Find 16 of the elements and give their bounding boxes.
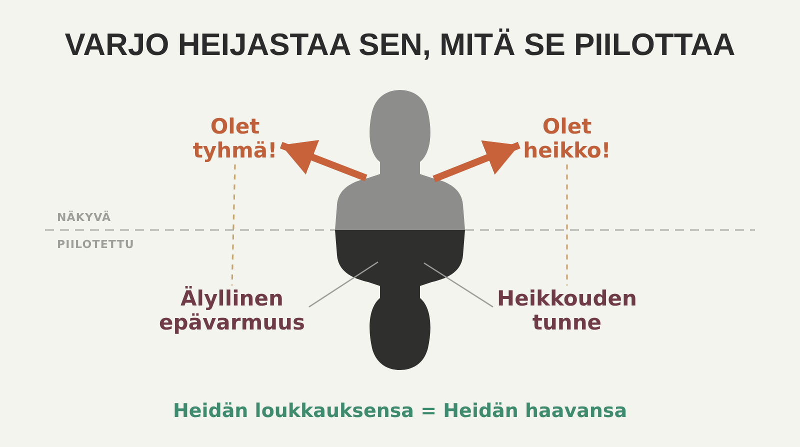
- dashed-line: [566, 164, 568, 286]
- dashed-line: [231, 164, 236, 286]
- arrow: [432, 140, 520, 182]
- feeling-text: Heikkouden tunne: [493, 285, 641, 337]
- shadow-silhouette: [335, 230, 465, 370]
- arrow: [280, 140, 368, 182]
- leader-line: [308, 261, 378, 308]
- person-silhouette: [335, 90, 465, 230]
- zone-label: PIILOTETTU: [57, 238, 134, 251]
- insult-text: Olet tyhmä!: [188, 113, 282, 165]
- caption: Heidän loukkauksensa = Heidän haavansa: [172, 400, 628, 422]
- title: VARJO HEIJASTAA SEN, MITÄ SE PIILOTTAA: [64, 27, 736, 63]
- feeling-text: Älyllinen epävarmuus: [155, 285, 309, 337]
- insult-text: Olet heikko!: [519, 113, 615, 165]
- leader-line: [424, 262, 494, 308]
- zone-label: NÄKYVÄ: [57, 211, 112, 224]
